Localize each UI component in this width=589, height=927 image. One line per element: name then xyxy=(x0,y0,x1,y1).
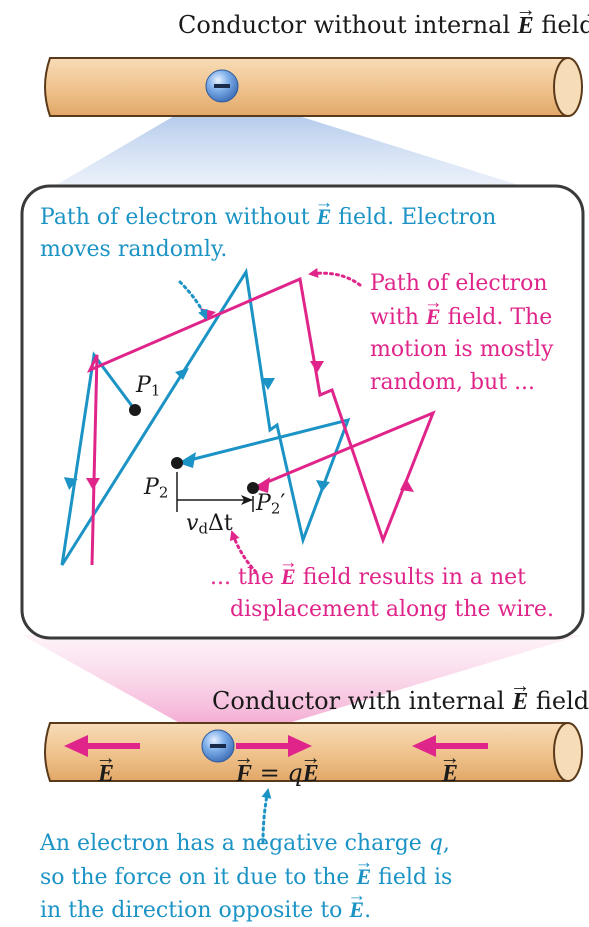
electron-note-line2-text: so the force on it due to the xyxy=(40,865,350,890)
electron-note-callout-arrow xyxy=(261,788,272,844)
point-p2-label: P2 xyxy=(144,474,168,502)
pink-caption-field-symbol: E xyxy=(426,303,441,331)
pink-caption-with: with xyxy=(370,305,419,330)
p1-subscript: 1 xyxy=(150,381,161,400)
net-displacement-note-line1: ... the E field results in a net xyxy=(210,563,526,592)
electron-note-q: q xyxy=(428,831,443,856)
electron-sphere-icon-top xyxy=(205,69,239,103)
pink-magnify-beam xyxy=(22,635,582,740)
point-p2-prime-dot xyxy=(247,482,259,494)
right-field-symbol: E xyxy=(442,759,458,789)
drift-v: v xyxy=(186,511,199,536)
pink-electron-path xyxy=(86,276,436,566)
note-before: ... the xyxy=(210,565,275,590)
left-field-symbol: E xyxy=(98,759,114,789)
force-equals-q: = q xyxy=(259,759,303,787)
electron-note-line1: An electron has a negative charge q, xyxy=(40,830,450,858)
top-caption-after: field xyxy=(541,11,589,39)
blue-caption-before: Path of electron without xyxy=(40,205,310,230)
left-field-label: E xyxy=(98,758,114,789)
blue-caption-field-symbol: E xyxy=(317,203,332,231)
blue-electron-path xyxy=(60,267,351,566)
point-p2-prime-label: P2′ xyxy=(256,490,285,518)
p2-prime-letter: P xyxy=(256,491,271,516)
bottom-note-callout-arrow xyxy=(229,530,258,574)
blue-path-caption-line1: Path of electron without E field. Electr… xyxy=(40,203,496,232)
top-caption-before: Conductor without internal xyxy=(178,11,511,39)
point-p1-label: P1 xyxy=(136,372,160,400)
blue-callout-arrow xyxy=(178,280,208,320)
force-equation: F = qE xyxy=(236,758,319,789)
electron-note-line3-text: in the direction opposite to xyxy=(40,898,343,923)
magnified-panel xyxy=(20,184,585,640)
pink-path-caption-line1: Path of electron xyxy=(370,271,548,296)
top-caption-field-symbol: E xyxy=(518,11,534,41)
blue-path-caption-line2: moves randomly. xyxy=(40,237,228,262)
electron-note-line2-after: field is xyxy=(378,865,453,890)
right-field-label: E xyxy=(442,758,458,789)
electron-note-line2-field: E xyxy=(356,863,371,891)
note-after: field results in a net xyxy=(302,565,527,590)
electron-note-line3: in the direction opposite to E. xyxy=(40,896,371,925)
bottom-caption-before: Conductor with internal xyxy=(212,687,505,715)
drift-dt: Δt xyxy=(208,511,233,536)
pink-caption-after: field. The xyxy=(447,305,553,330)
bottom-caption-field-symbol: E xyxy=(512,687,528,717)
pink-path-caption-line2: with E field. The xyxy=(370,303,552,332)
pink-callout-arrow xyxy=(308,267,362,287)
force-field-symbol: E xyxy=(303,759,319,789)
force-symbol: F xyxy=(236,759,252,789)
electron-note-line3-field: E xyxy=(349,896,364,924)
top-conductor-caption: Conductor without internal E field xyxy=(178,10,589,41)
p2-subscript: 2 xyxy=(158,483,169,502)
note-field-symbol: E xyxy=(281,563,296,591)
p1-letter: P xyxy=(136,373,151,398)
top-conductor xyxy=(44,57,583,117)
electron-note-line1-end: , xyxy=(442,831,450,856)
blue-caption-after: field. Electron xyxy=(338,205,497,230)
drift-subscript: d xyxy=(198,519,209,538)
bottom-conductor-caption: Conductor with internal E field xyxy=(212,686,589,717)
net-displacement-note-line2: displacement along the wire. xyxy=(230,597,554,622)
point-p1-dot xyxy=(129,404,141,416)
p2-letter: P xyxy=(144,475,159,500)
blue-magnify-beam xyxy=(22,95,582,205)
electron-note-line3-end: . xyxy=(364,898,372,923)
p2-prime-subscript: 2 xyxy=(270,499,281,518)
electron-sphere-icon-bottom xyxy=(201,729,235,763)
pink-path-caption-line3: motion is mostly xyxy=(370,337,554,362)
pink-path-caption-line4: random, but ... xyxy=(370,370,536,395)
prime-mark: ′ xyxy=(280,491,286,516)
electron-note-line2: so the force on it due to the E field is xyxy=(40,863,452,892)
bottom-caption-after: field xyxy=(535,687,589,715)
drift-displacement-label: vdΔt xyxy=(186,510,233,538)
point-p2-dot xyxy=(171,457,183,469)
